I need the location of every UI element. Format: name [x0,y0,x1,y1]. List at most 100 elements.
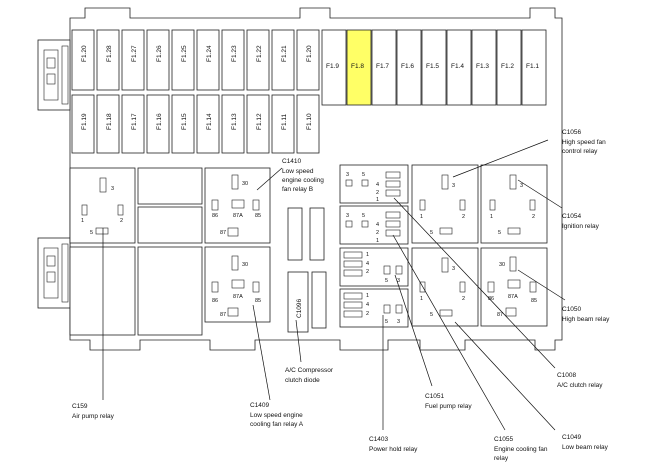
fuse-row-large: F1.9 F1.8 F1.7 F1.6 F1.5 F1.4 F1.3 F1.2 … [321,29,547,106]
fuse-label: F1.22 [256,45,263,62]
diagram-shape [421,29,447,106]
pin-label: 87A [233,213,243,219]
diagram-shape [343,301,363,309]
label: 1 [420,296,423,302]
label: 2 [366,269,369,275]
diagram-shape [371,29,397,106]
fuse-label: F1.21 [281,45,288,62]
leader-lines [102,139,566,431]
label: 3 [346,172,349,178]
callout-c1051: C1051 Fuel pump relay [425,393,472,410]
diagram-shape [196,94,220,154]
diagram-shape [227,307,239,317]
diagram-shape [227,227,239,237]
label: 2 [376,230,379,236]
diagram-shape [446,29,472,106]
label: Low beam relay [562,444,609,451]
diagram-shape [361,220,369,228]
fuse-label: F1.11 [281,113,288,130]
diagram-shape [61,45,69,105]
diagram-shape [383,304,391,314]
fuse-label: F1.3 [476,63,489,70]
fuse-label: F1.14 [206,113,213,130]
pin-label: 87 [220,230,226,236]
relay-slot-empty [137,246,203,336]
label: C1051 [425,393,445,400]
fuse-label: F1.26 [156,45,163,62]
ac-compressor-clutch-diode [287,271,309,333]
relay-high-speed-fan-control: 3 1 2 5 [411,164,479,244]
label: High speed fan [562,139,606,146]
diagram-shape [46,73,56,85]
fuse-label: F1.9 [326,63,339,70]
pin-label: 87A [233,294,243,300]
label: Low speed [282,168,314,175]
label: clutch diode [285,377,320,384]
label: C1409 [250,402,270,409]
diagram-shape [117,204,124,216]
label: control relay [562,148,598,155]
pin-label: 1 [81,218,84,224]
callout-ac-compressor-diode: A/C Compressor clutch diode [285,367,334,384]
diagram-shape [46,271,56,283]
diagram-shape [385,211,401,219]
diagram-shape [509,174,517,190]
label: A/C Compressor [285,367,334,374]
label: cooling fan relay A [250,421,304,428]
diagram-shape [509,256,517,272]
relay-low-speed-fan-b: 30 86 87A 85 87 [204,167,271,244]
relay-mini-2: 3 5 4 2 1 [339,205,409,245]
label: 86 [488,296,494,302]
diagram-shape [171,29,195,91]
label: 5 [385,278,388,284]
relay-mini-4: 1 4 2 5 3 [339,288,409,328]
diagram-shape [459,199,466,211]
fuse-label: F1.4 [451,63,464,70]
label: High beam relay [562,316,610,323]
fuse-label: F1.17 [131,113,138,130]
diagram-shape [394,274,433,387]
fuse-label: F1.18 [106,113,113,130]
diagram-shape [489,199,496,211]
diagram-shape [46,255,56,267]
label: 5 [430,312,433,318]
fuse-label: F1.28 [106,45,113,62]
relay-mini-1: 3 5 4 2 1 [339,164,409,204]
label: engine cooling [282,177,324,184]
diagram-shape [231,255,239,271]
callout-c1055: C1055 Engine cooling fan relay [494,436,548,462]
diagram-shape [211,199,219,211]
diagram-shape [471,29,497,106]
callout-c1050: C1050 High beam relay [562,306,610,323]
fuse-label: F1.19 [81,113,88,130]
diagram-shape [345,179,353,187]
label: 2 [462,214,465,220]
fuse-label: F1.15 [181,113,188,130]
diagram-shape [343,310,363,318]
diagram-shape [517,269,566,301]
diagram-shape [419,199,426,211]
label: 5 [498,230,501,236]
diagram-shape [439,227,453,235]
label: 3 [520,183,523,189]
diagram-shape [96,29,120,91]
pin-label: 85 [255,213,261,219]
relay-air-pump: 3 1 2 5 [69,167,136,244]
pin-label: 3 [111,186,114,192]
diagram-shape [99,177,107,193]
fuse-label: F1.27 [131,45,138,62]
fuse-label: F1.20 [81,45,88,62]
diagram-shape [96,94,120,154]
callout-c1410: C1410 Low speed engine cooling fan relay… [282,158,324,193]
callout-c1008: C1008 A/C clutch relay [557,372,603,389]
label: Low speed engine [250,412,303,419]
fuse-label: F1.12 [256,113,263,130]
fuse-label: F1.10 [306,113,313,130]
diagram-shape [395,265,403,275]
diagram-shape [385,220,401,228]
pin-label: 86 [212,298,218,304]
pin-label: 30 [242,262,248,268]
label: C1055 [494,436,514,443]
diagram-shape [395,304,403,314]
label: 3 [452,266,455,272]
